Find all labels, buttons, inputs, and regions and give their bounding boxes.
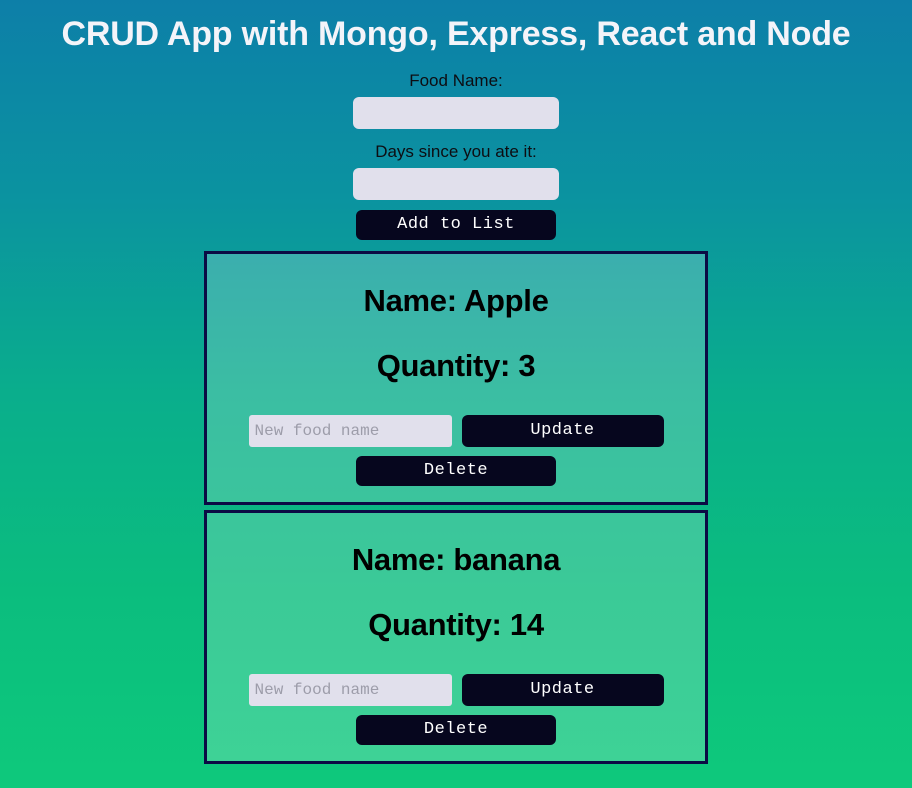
update-button[interactable]: Update	[461, 673, 664, 706]
days-since-input[interactable]	[353, 167, 559, 200]
days-since-label: Days since you ate it:	[375, 141, 537, 161]
new-food-name-input[interactable]	[248, 673, 452, 706]
delete-button[interactable]: Delete	[356, 714, 556, 745]
food-name-input[interactable]	[353, 96, 559, 129]
food-card-list: Name: Apple Quantity: 3 Update Delete Na…	[204, 250, 708, 764]
add-to-list-button[interactable]: Add to List	[356, 209, 556, 240]
delete-button[interactable]: Delete	[356, 455, 556, 486]
new-food-name-input[interactable]	[248, 414, 452, 447]
food-name-label: Food Name:	[409, 70, 503, 90]
food-card-quantity: Quantity: 3	[376, 347, 536, 383]
food-card-name: Name: banana	[351, 541, 561, 577]
food-card-update-row: Update	[219, 414, 693, 447]
food-card-name: Name: Apple	[363, 282, 549, 318]
food-card-quantity: Quantity: 14	[368, 606, 544, 642]
create-food-form: Food Name: Days since you ate it: Add to…	[353, 71, 559, 240]
page-title: CRUD App with Mongo, Express, React and …	[61, 15, 851, 53]
food-card-update-row: Update	[219, 673, 693, 706]
food-card: Name: Apple Quantity: 3 Update Delete	[204, 250, 708, 505]
food-card: Name: banana Quantity: 14 Update Delete	[204, 509, 708, 764]
update-button[interactable]: Update	[461, 414, 664, 447]
